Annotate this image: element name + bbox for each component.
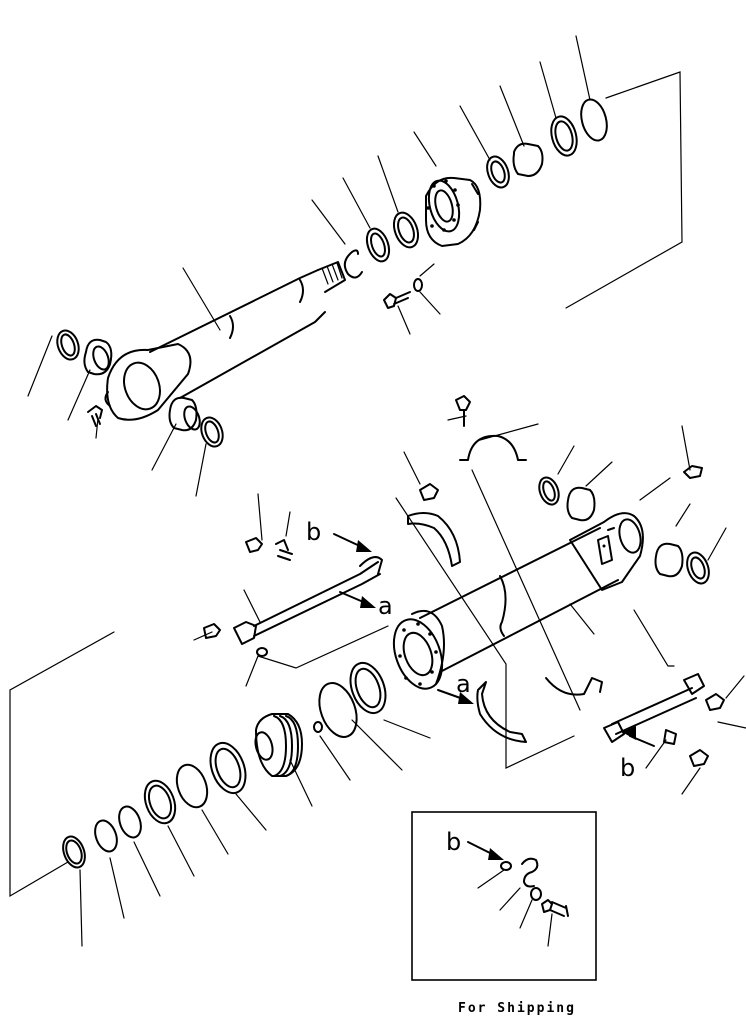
callout-a-upper: a [378,592,393,620]
rod-eye-left-bushings [56,329,113,427]
clamp-upper [459,434,527,461]
grease-fitting [87,405,103,427]
callout-b-lower: b [620,754,635,782]
rod-thread [317,261,346,293]
pipe-bolt-left [203,623,221,639]
shipping-inset: b [411,811,597,981]
leader-lines-lower [9,415,746,947]
tube-flange [392,610,445,690]
grease-fitting [683,465,703,479]
piston-rod-group [104,261,346,421]
rod-eye-right-bushings [168,396,224,448]
shipping-caption: For Shipping [458,1001,576,1016]
piston-rod [149,269,326,399]
clamp-middle [407,512,461,567]
callout-b-upper: b [306,518,321,546]
inset-callout-b: b [446,828,461,856]
bottom-eye-parts [538,465,710,585]
leader-lines-upper [27,35,683,497]
shipping-clamp [521,857,539,888]
clamp-lower [476,681,527,743]
cylinder-tube [419,527,619,673]
snap-ring [343,249,363,279]
cylinder-head [425,176,482,247]
callout-a-lower: a [456,670,471,698]
hydraulic-pipe [203,537,725,767]
shipping-bolt [541,899,569,917]
clamp-right [545,677,603,696]
rod-head-parts [343,98,608,309]
piston-and-seals [62,661,387,869]
head-bolt [383,291,411,309]
callout-arrows [333,533,655,860]
rod-eye [104,343,192,421]
shipping-inset-frame [411,811,597,981]
piston [254,713,303,777]
cylinder-tube-group [392,512,644,690]
pipe-clamps [407,395,603,743]
pipe-bolt-lower [689,749,709,767]
clamp-bolt-middle [419,483,439,501]
pipe-bolt-right [705,693,725,711]
cylinder-bottom-eye [569,512,644,591]
clamp-bolt-upper [455,395,471,427]
pipe-bolt-upper [245,537,289,553]
